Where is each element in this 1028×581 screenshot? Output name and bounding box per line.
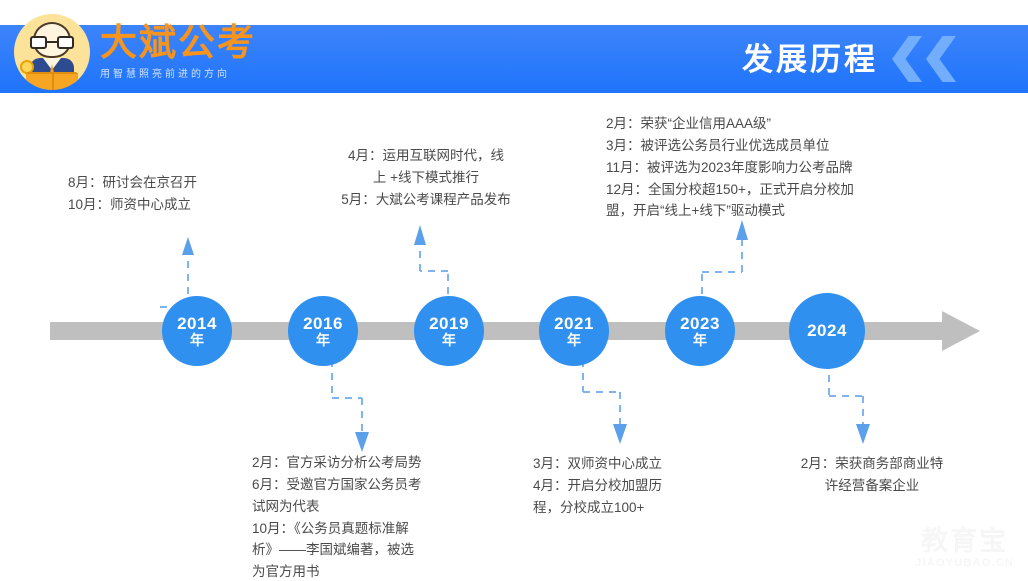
connector-2024 [805, 362, 885, 457]
timeline-node-2024[interactable]: 2024 [789, 293, 865, 369]
connector-2016 [310, 360, 390, 460]
timeline-node-2021[interactable]: 2021 年 [539, 296, 609, 366]
event-text-2021: 3月：双师资中心成立 4月：开启分校加盟历 程，分校成立100+ [533, 456, 663, 515]
event-text-2014: 8月：研讨会在京召开 10月：师资中心成立 [68, 175, 198, 212]
event-text-2016: 2月：官方采访分析公考局势 6月：受邀官方国家公务员考 试网为代表 10月：《公… [252, 455, 422, 580]
logo-title: 大斌公考 [100, 21, 256, 63]
node-year-label: 2021 [554, 313, 594, 333]
connector-2021 [565, 360, 645, 460]
page-title: 发展历程 [742, 42, 878, 77]
timeline-arrow-icon [942, 311, 980, 351]
connector-2023 [680, 212, 770, 310]
double-chevron-left-icon [892, 36, 992, 82]
timeline-node-2014[interactable]: 2014 年 [162, 296, 232, 366]
brand-logo: 大斌公考 用智慧照亮前进的方向 [10, 8, 260, 96]
watermark-en: JIAOYUBAO.CN [915, 557, 1014, 569]
timeline-node-2016[interactable]: 2016 年 [288, 296, 358, 366]
event-text-2024: 2月：荣获商务部商业特 许经营备案企业 [800, 456, 944, 493]
watermark-cn: 教育宝 [921, 526, 1009, 556]
node-unit-label: 年 [442, 331, 456, 348]
logo-tagline: 用智慧照亮前进的方向 [100, 69, 230, 81]
node-year-label: 2016 [303, 313, 343, 333]
header-bar [0, 25, 1028, 93]
event-text-2023: 2月：荣获“企业信用AAA级” 3月：被评选公务员行业优选成员单位 11月：被评… [606, 116, 854, 219]
node-unit-label: 年 [567, 331, 581, 348]
timeline-node-2023[interactable]: 2023 年 [665, 296, 735, 366]
node-year-label: 2019 [429, 313, 469, 333]
node-year-label: 2023 [680, 313, 720, 333]
mascot-avatar-icon [14, 14, 90, 90]
node-year-label: 2014 [177, 313, 217, 333]
node-unit-label: 年 [693, 331, 707, 348]
node-year-label: 2024 [807, 321, 847, 341]
node-unit-label: 年 [316, 331, 330, 348]
node-unit-label: 年 [190, 331, 204, 348]
watermark: 教育宝 JIAOYUBAO.CN [915, 528, 1014, 569]
timeline-node-2019[interactable]: 2019 年 [414, 296, 484, 366]
event-text-2019: 4月：运用互联网时代，线 上 +线下模式推行 5月：大斌公考课程产品发布 [341, 148, 511, 207]
